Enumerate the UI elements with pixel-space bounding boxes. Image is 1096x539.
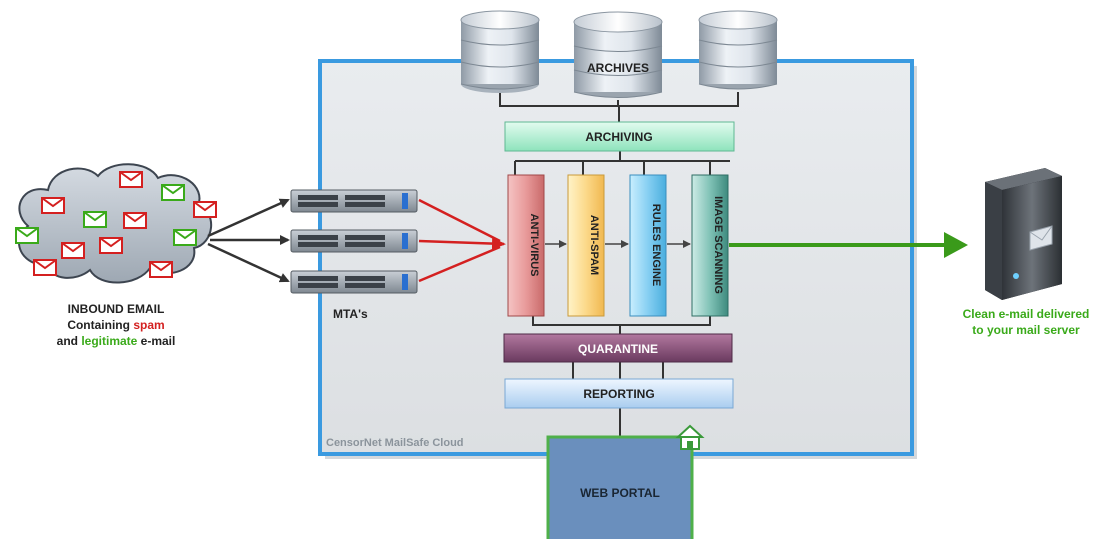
- filter-anti-spam: ANTI-SPAM: [567, 174, 605, 317]
- archive-databases: ARCHIVES: [460, 10, 778, 98]
- destination-caption: Clean e-mail delivered to your mail serv…: [963, 307, 1090, 337]
- mta-servers: MTA's: [290, 189, 418, 321]
- filter-label-image-scanning: IMAGE SCANNING: [712, 196, 724, 294]
- filter-label-anti-spam: ANTI-SPAM: [588, 215, 600, 275]
- mta-server-icon: [290, 229, 418, 253]
- home-icon: [675, 424, 705, 450]
- inbound-line2: Containing spam: [67, 318, 164, 332]
- arrow-head-icon: [944, 232, 968, 258]
- database-cylinder-right: [698, 10, 778, 90]
- filter-label-anti-virus: ANTI-VIRUS: [528, 214, 540, 277]
- database-cylinder-center: [573, 11, 663, 98]
- filter-image-scanning: IMAGE SCANNING: [691, 174, 729, 317]
- inbound-email-cloud: [15, 163, 217, 284]
- envelope-icon: [1029, 225, 1053, 251]
- spam-envelope-icon: [119, 171, 143, 188]
- archives-label: ARCHIVES: [587, 61, 649, 75]
- spam-envelope-icon: [99, 237, 123, 254]
- archiving-bar: ARCHIVING: [504, 121, 735, 152]
- filter-label-rules-engine: RULES ENGINE: [650, 204, 662, 287]
- destination-line2: to your mail server: [972, 323, 1080, 337]
- legit-envelope-icon: [173, 229, 197, 246]
- legit-envelope-icon: [15, 227, 39, 244]
- connectors: [499, 92, 739, 437]
- mtas-label: MTA's: [333, 307, 368, 321]
- cloud-name-label: CensorNet MailSafe Cloud: [326, 437, 464, 449]
- web-portal-label: WEB PORTAL: [580, 486, 660, 500]
- spam-envelope-icon: [33, 259, 57, 276]
- legit-envelope-icon: [83, 211, 107, 228]
- spam-word: spam: [133, 318, 164, 332]
- archiving-label: ARCHIVING: [585, 130, 652, 144]
- inbound-line3: and legitimate e-mail: [57, 334, 176, 348]
- filter-rules-engine: RULES ENGINE: [629, 174, 667, 317]
- spam-envelope-icon: [149, 261, 173, 278]
- database-cylinder-left: [460, 10, 540, 93]
- web-portal: WEB PORTAL: [546, 424, 705, 539]
- inbound-title: INBOUND EMAIL: [68, 302, 165, 316]
- spam-envelope-icon: [193, 201, 217, 218]
- legit-word: legitimate: [81, 334, 137, 348]
- mta-server-icon: [290, 189, 418, 213]
- reporting-label: REPORTING: [583, 387, 654, 401]
- spam-envelope-icon: [41, 197, 65, 214]
- destination-line1: Clean e-mail delivered: [963, 307, 1090, 321]
- mta-server-icon: [290, 270, 418, 294]
- reporting-bar: REPORTING: [504, 378, 734, 409]
- inbound-caption: INBOUND EMAIL Containing spam and legiti…: [57, 302, 176, 348]
- filter-columns: ANTI-VIRUS ANTI-SPAM RULES ENGINE IMAGE …: [507, 174, 729, 317]
- envelope-icons: [15, 171, 217, 278]
- spam-envelope-icon: [123, 212, 147, 229]
- quarantine-bar: QUARANTINE: [503, 333, 733, 363]
- filter-anti-virus: ANTI-VIRUS: [507, 174, 545, 317]
- spam-envelope-icon: [61, 242, 85, 259]
- quarantine-label: QUARANTINE: [578, 342, 658, 356]
- legit-envelope-icon: [161, 184, 185, 201]
- inbound-arrows: [207, 198, 290, 283]
- mail-server-icon: [985, 168, 1062, 300]
- mta-to-filter-arrows: [418, 198, 506, 283]
- delivery-arrow: [729, 232, 968, 258]
